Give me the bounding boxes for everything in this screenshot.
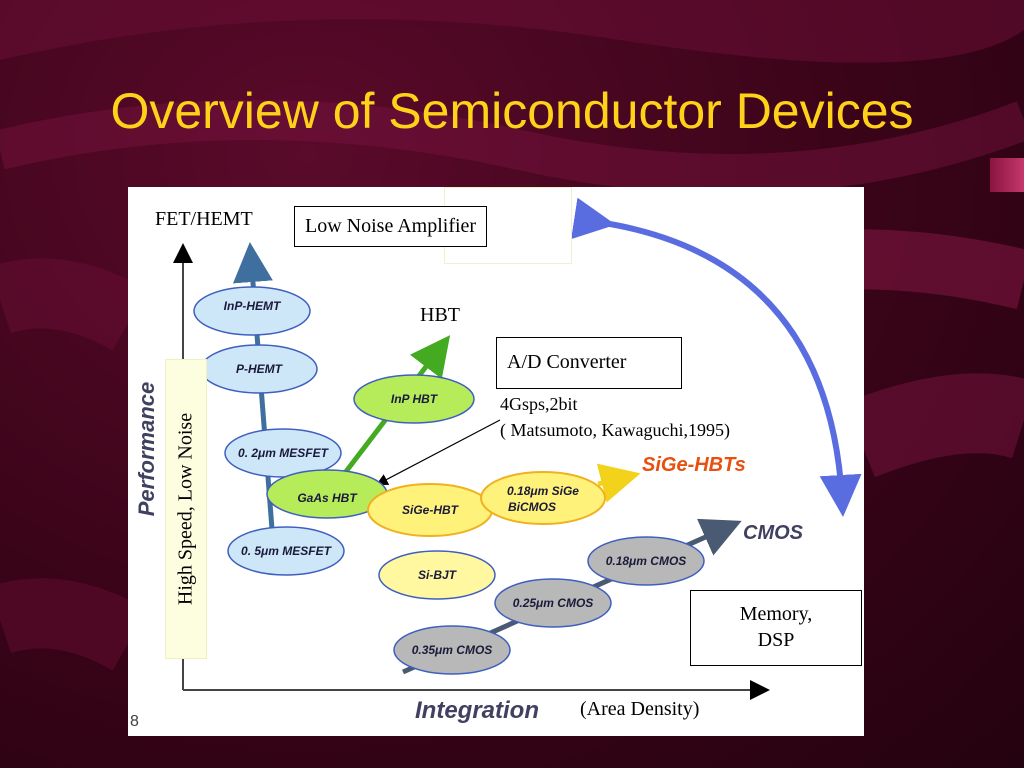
p-hemt-label: P-HEMT <box>236 362 282 376</box>
hbt-label: HBT <box>420 304 460 326</box>
si-bjt-label: Si-BJT <box>417 568 457 582</box>
mesfet-05-label: 0. 5μm MESFET <box>241 544 331 558</box>
convergence-arrow <box>571 197 862 517</box>
cmos-label: CMOS <box>743 522 803 544</box>
cmos-025-label: 0.25μm CMOS <box>512 596 594 610</box>
memory-dsp-box: Memory, DSP <box>690 590 862 666</box>
y-axis-title: Performance <box>134 381 159 517</box>
citation-pointer <box>375 419 501 486</box>
inp-hbt-ellipse <box>353 374 475 424</box>
slide-title: Overview of Semiconductor Devices <box>110 83 914 139</box>
bicmos-label-line2: BiCMOS <box>508 500 556 514</box>
area-density-label: (Area Density) <box>580 698 700 720</box>
mesfet-02-label: 0. 2μm MESFET <box>238 446 328 460</box>
inp-hemt-ellipse <box>193 286 311 336</box>
citation-line1: 4Gsps,2bit <box>500 394 578 414</box>
cmos-035-label: 0.35μm CMOS <box>411 643 493 657</box>
inp-hbt-label: InP HBT <box>390 392 438 406</box>
bicmos-label-line1: 0.18μm SiGe <box>507 484 579 498</box>
mesfet-05-ellipse <box>227 526 345 576</box>
decorative-bar <box>990 158 1024 192</box>
citation-line2: ( Matsumoto, Kawaguchi,1995) <box>500 420 730 440</box>
x-axis-title: Integration <box>415 697 539 724</box>
bicmos-ellipse <box>480 471 606 525</box>
si-bjt-ellipse <box>378 550 496 600</box>
cmos-035-ellipse <box>393 625 511 675</box>
sige-hbt-label: SiGe-HBT <box>401 503 459 517</box>
diagram-canvas <box>173 197 862 700</box>
inp-hemt-label: InP-HEMT <box>223 299 281 313</box>
ad-converter-box: A/D Converter <box>496 337 682 389</box>
fet-hemt-label: FET/HEMT <box>155 208 253 230</box>
sige-trend-arrow <box>596 463 641 503</box>
high-speed-text: High Speed, Low Noise <box>174 412 197 606</box>
cmos-018-label: 0.18μm CMOS <box>605 554 687 568</box>
high-speed-low-noise-label: High Speed, Low Noise <box>165 359 207 659</box>
gaas-hbt-label: GaAs HBT <box>297 491 357 505</box>
page-number: 8 <box>130 713 139 730</box>
sige-hbts-label: SiGe-HBTs <box>642 454 746 476</box>
cmos-025-ellipse <box>494 578 612 628</box>
cmos-018-ellipse <box>587 536 705 586</box>
low-noise-amplifier-box: Low Noise Amplifier <box>294 206 488 247</box>
